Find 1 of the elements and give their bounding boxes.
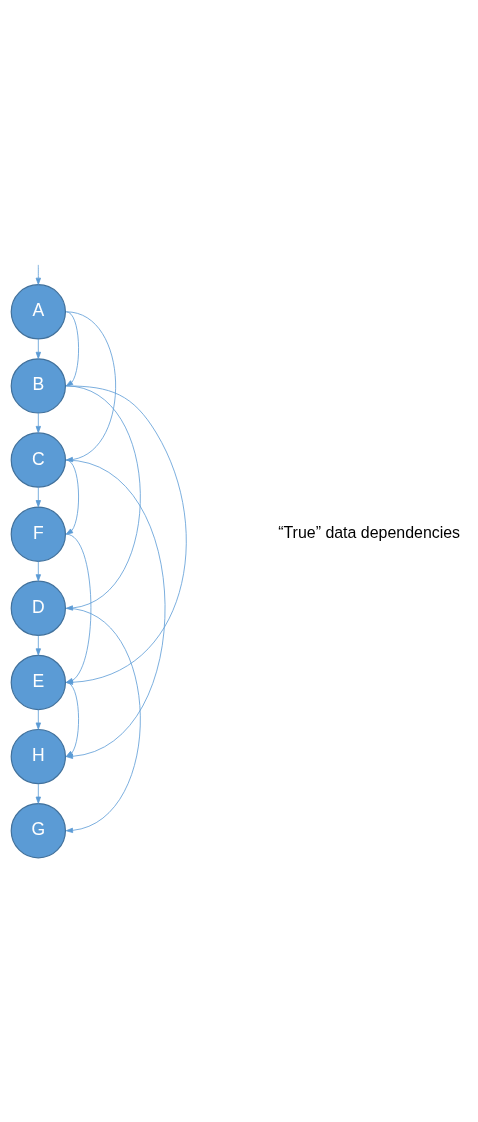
label: “True” data dependencies (278, 524, 461, 542)
